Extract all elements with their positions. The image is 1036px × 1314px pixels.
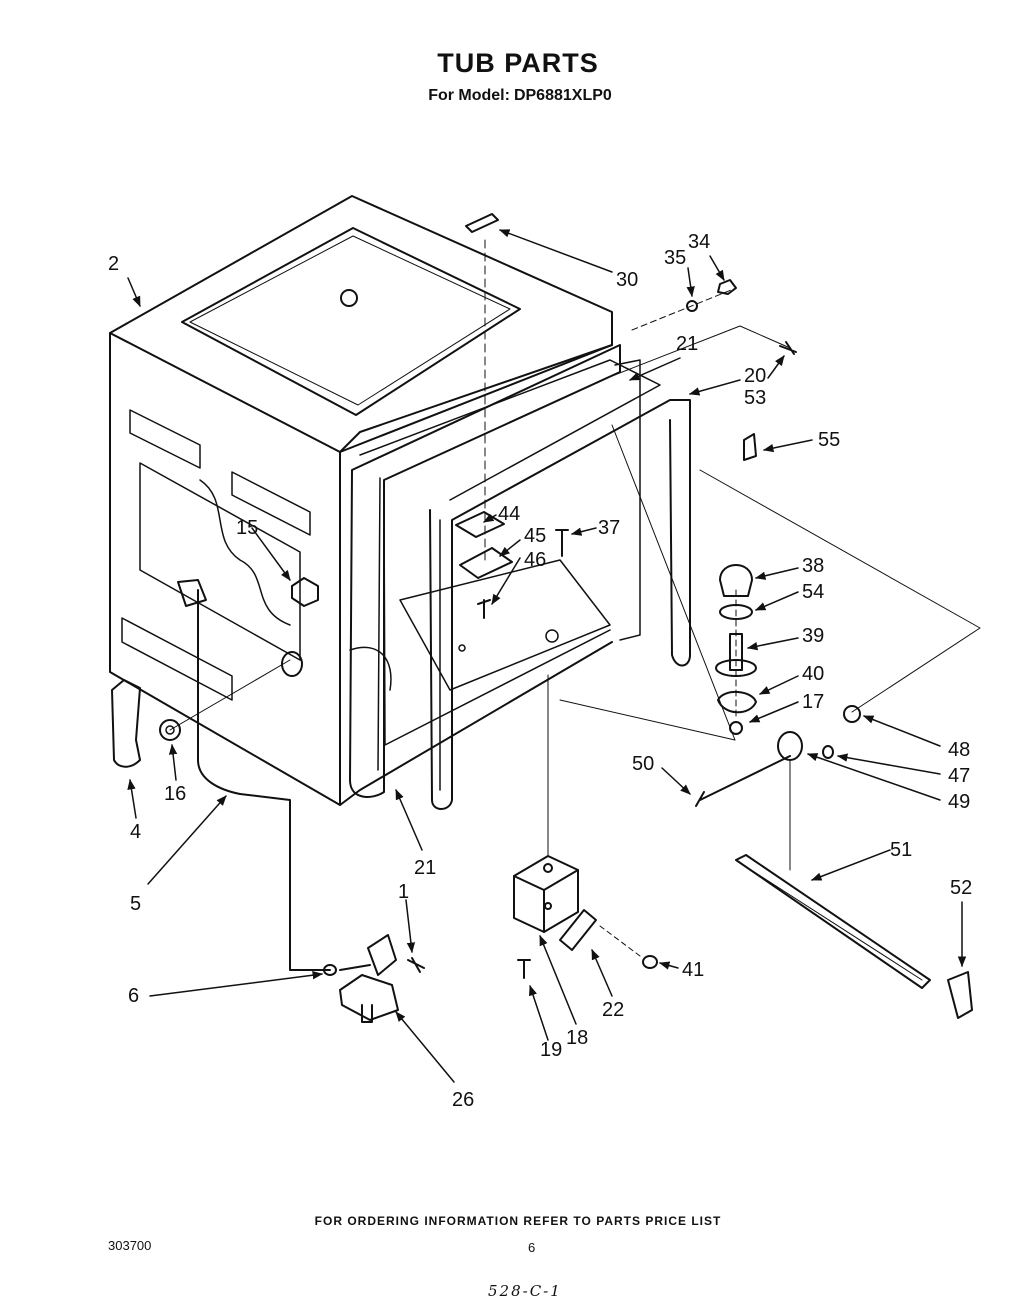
- callout-22: 22: [602, 999, 624, 1021]
- model-number: DP6881XLP0: [513, 87, 612, 104]
- rack-rail: [695, 705, 973, 1019]
- tub-floor: [349, 559, 611, 691]
- tub-body: [109, 195, 613, 806]
- callout-26: 26: [452, 1089, 474, 1111]
- callout-18: 18: [566, 1027, 588, 1049]
- callout-41: 41: [682, 959, 704, 981]
- page-number: 6: [528, 1240, 536, 1255]
- callout-54: 54: [802, 581, 824, 603]
- callout-48: 48: [948, 739, 970, 761]
- ordering-note: FOR ORDERING INFORMATION REFER TO PARTS …: [314, 1214, 722, 1228]
- part-19-screw: [517, 959, 531, 979]
- callout-6: 6: [128, 985, 139, 1007]
- inlet-hose: [197, 589, 241, 795]
- door-gasket: [349, 344, 691, 810]
- callout-15: 15: [236, 517, 258, 539]
- part-34-nut: [717, 279, 737, 295]
- part-26-valve: [323, 934, 425, 1023]
- part-53-screw: [779, 341, 797, 355]
- callout-30: 30: [616, 269, 638, 291]
- model-subtitle: For Model:DP6881XLP0: [0, 87, 1036, 105]
- part-35-washer: [686, 300, 698, 312]
- callout-5: 5: [130, 893, 141, 915]
- callout-37: 37: [598, 517, 620, 539]
- callout-19: 19: [540, 1039, 562, 1061]
- callout-21-top: 21: [676, 333, 698, 355]
- callout-38: 38: [802, 555, 824, 577]
- part-37-screw: [555, 529, 569, 557]
- part-22-hinge: [559, 909, 597, 951]
- callout-2: 2: [108, 253, 119, 275]
- page-title: TUB PARTS: [437, 48, 599, 78]
- callout-52: 52: [950, 877, 972, 899]
- callout-16: 16: [164, 783, 186, 805]
- part-55-clip: [743, 433, 757, 461]
- callout-21-bottom: 21: [414, 857, 436, 879]
- part-41-screw: [642, 955, 658, 969]
- part-15-nut: [291, 577, 319, 607]
- callout-20: 20: [744, 365, 766, 387]
- part-46-screw: [477, 599, 491, 619]
- callout-46: 46: [524, 549, 546, 571]
- callout-49: 49: [948, 791, 970, 813]
- callout-51: 51: [890, 839, 912, 861]
- callout-50: 50: [632, 753, 654, 775]
- model-label: For Model:: [428, 87, 510, 104]
- callout-39: 39: [802, 625, 824, 647]
- callout-35: 35: [664, 247, 686, 269]
- part-44-pad: [455, 511, 505, 538]
- callout-34: 34: [688, 231, 710, 253]
- callout-44: 44: [498, 503, 520, 525]
- part-45-bracket: [459, 547, 513, 579]
- callout-45: 45: [524, 525, 546, 547]
- part-16-grommet: [159, 719, 181, 741]
- callout-4: 4: [130, 821, 141, 843]
- callout-40: 40: [802, 663, 824, 685]
- callout-1: 1: [398, 881, 409, 903]
- callout-55: 55: [818, 429, 840, 451]
- callout-17: 17: [802, 691, 824, 713]
- handwritten-note: 528-C-1: [488, 1282, 562, 1300]
- part-30-tab: [465, 213, 499, 233]
- callout-53: 53: [744, 387, 766, 409]
- part-4-bracket: [111, 679, 141, 768]
- leveling-leg-stack: [715, 564, 757, 735]
- document-number: 303700: [108, 1238, 152, 1253]
- callout-47: 47: [948, 765, 970, 787]
- part-18-bracket: [513, 674, 579, 933]
